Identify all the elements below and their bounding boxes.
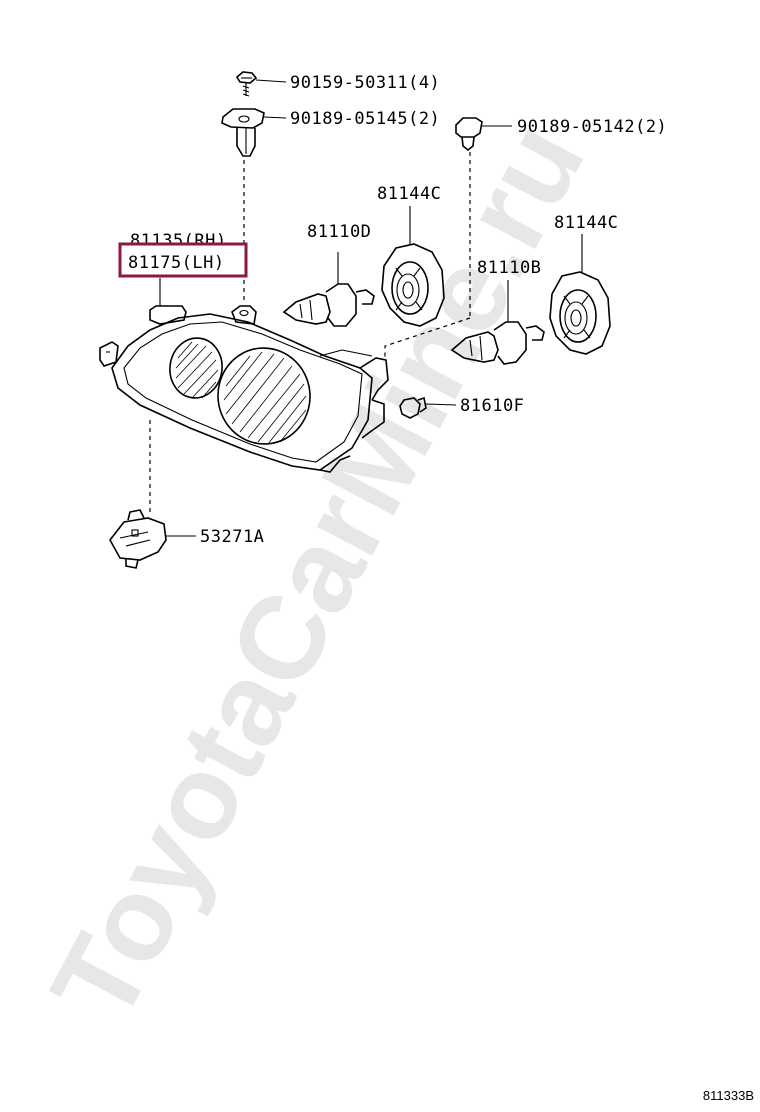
clip-nut-icon [455, 117, 512, 152]
watermark: ToyotaCarMine.ru [26, 102, 609, 1042]
bulb-icon [450, 280, 545, 365]
part-label-socket-cover-right: 81144C [554, 213, 618, 233]
part-label-clip-a: 90189-05145(2) [290, 109, 440, 129]
clip-nut-icon [221, 108, 287, 157]
part-label-clip-b: 90189-05142(2) [517, 117, 667, 137]
socket-cover-icon [381, 206, 445, 327]
bolt-icon [235, 71, 287, 97]
wedge-bulb-icon [399, 396, 457, 419]
socket-cover-icon [549, 234, 611, 355]
highlight-box[interactable] [118, 242, 248, 278]
headlamp-assembly-icon [99, 278, 389, 515]
diagram-reference-code: 811333B [703, 1088, 754, 1103]
part-label-bolt: 90159-50311(4) [290, 73, 440, 93]
part-label-housing-lh[interactable]: 81175(LH) [128, 253, 225, 273]
part-label-wedge-bulb: 81610F [460, 396, 524, 416]
part-label-adjuster: 53271A [200, 527, 264, 547]
part-label-socket-cover-left: 81144C [377, 184, 441, 204]
adjuster-icon [109, 509, 196, 569]
part-label-bulb-left: 81110D [307, 222, 371, 242]
part-label-bulb-right: 81110B [477, 258, 541, 278]
bulb-icon [282, 252, 375, 327]
